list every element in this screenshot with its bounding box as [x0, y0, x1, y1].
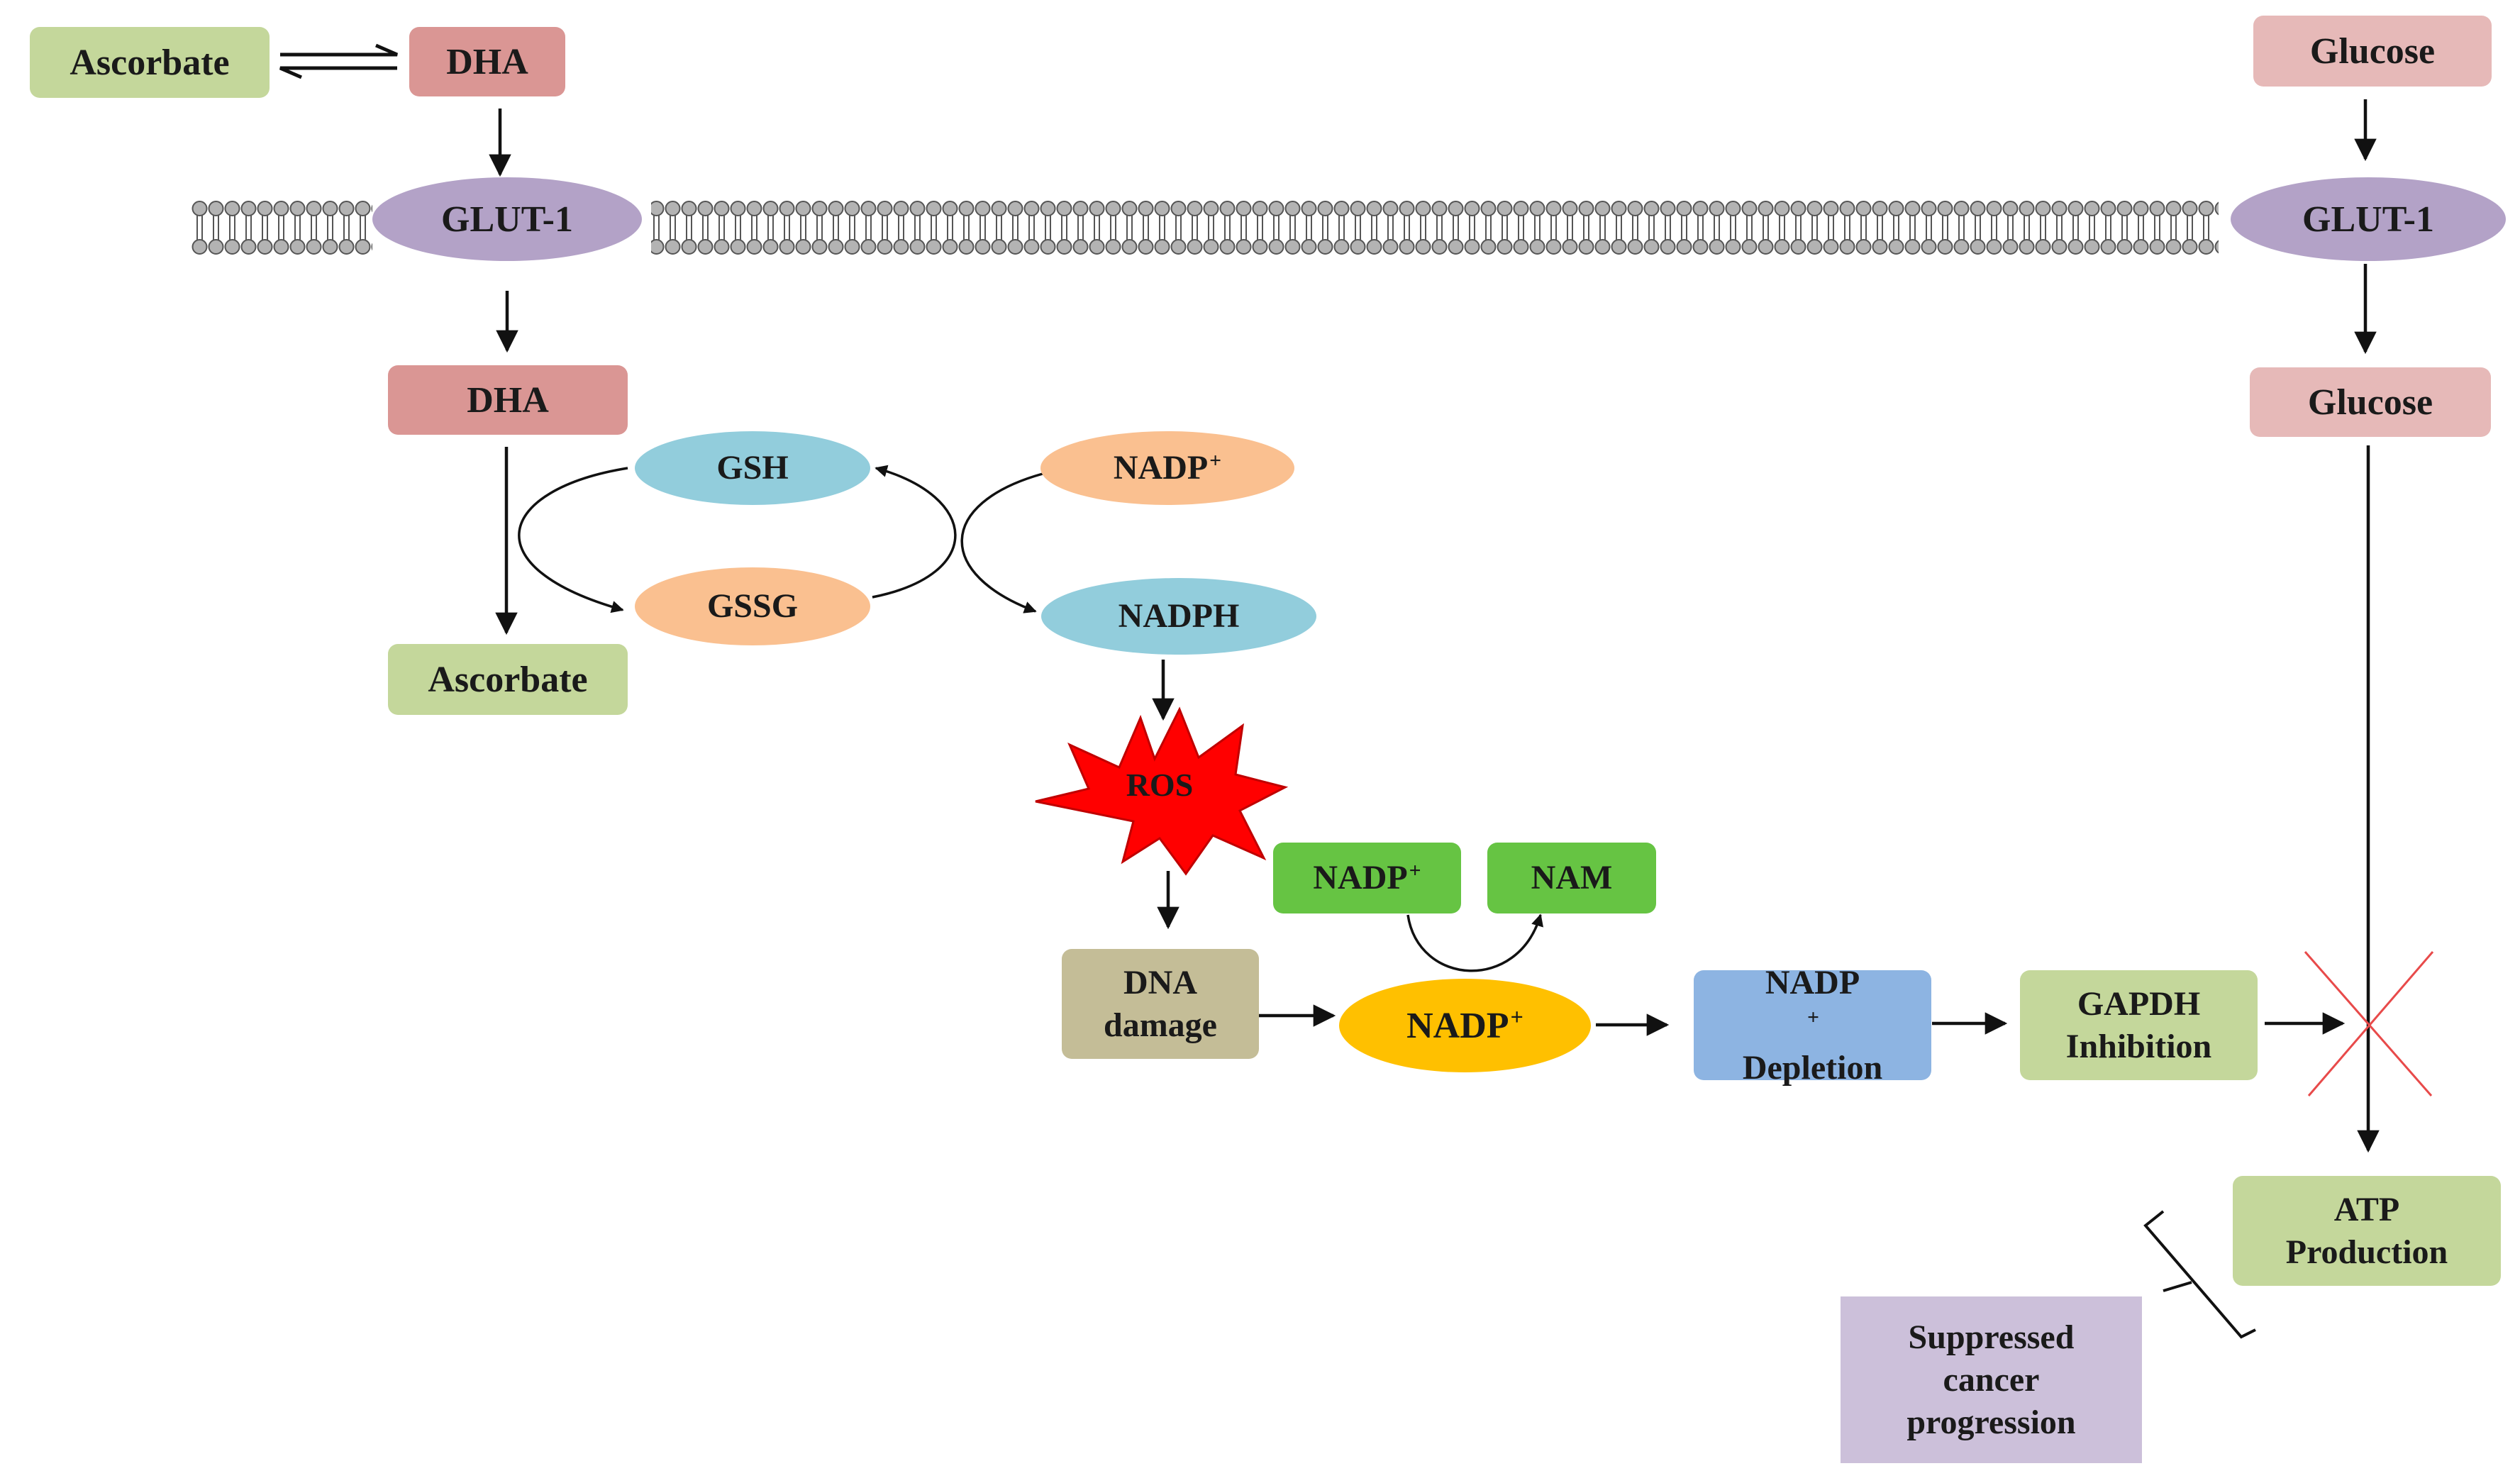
dha-intracellular-label: DHA	[467, 379, 549, 421]
glucose-intracellular-label: Glucose	[2307, 382, 2433, 423]
straight-arrows	[489, 99, 2380, 1153]
glucose-extracellular: Glucose	[2253, 16, 2492, 87]
ros: ROS	[1103, 760, 1216, 810]
glucose-extracellular-label: Glucose	[2309, 30, 2436, 72]
glut1-right-label: GLUT-1	[2302, 199, 2434, 240]
ascorbate-extracellular-label: Ascorbate	[70, 42, 230, 83]
ascorbate-extracellular: Ascorbate	[30, 27, 270, 98]
nadp-plus-top-label: NADP+	[1113, 448, 1222, 487]
arrow-gssg-to-gsh	[872, 465, 957, 599]
glut1-left-label: GLUT-1	[441, 199, 573, 240]
ros-label: ROS	[1126, 767, 1194, 804]
nam: NAM	[1487, 843, 1656, 913]
glut1-transporter-right: GLUT-1	[2231, 177, 2506, 261]
cell-membrane	[192, 201, 2219, 255]
redox-cycle-arrows	[518, 465, 1043, 613]
dha-extracellular-label: DHA	[446, 41, 528, 82]
nadp-depletion: NADP+Depletion	[1694, 964, 1931, 1087]
nadp-depletion-label: NADP+Depletion	[1742, 963, 1883, 1087]
block-cross-icon	[2304, 951, 2434, 1096]
nadp-plus-top: NADP+	[1040, 431, 1294, 505]
dha-extracellular: DHA	[409, 27, 565, 96]
ascorbate-intracellular-label: Ascorbate	[428, 659, 588, 700]
ascorbate-intracellular: Ascorbate	[388, 644, 628, 715]
arrow-gsh-to-gssg	[518, 467, 628, 613]
arrow-nadp-to-nam	[1406, 913, 1543, 972]
glut1-transporter-left: GLUT-1	[372, 177, 642, 261]
nadph: NADPH	[1041, 578, 1316, 655]
equilibrium-arrows	[279, 43, 398, 79]
nadp-plus-small: NADP+	[1273, 843, 1461, 913]
gssg-label: GSSG	[706, 587, 799, 625]
nadp-plus-yellow: NADP+	[1339, 979, 1591, 1072]
nadph-label: NADPH	[1118, 597, 1240, 635]
gsh-label: GSH	[716, 449, 789, 487]
nam-label: NAM	[1531, 859, 1613, 896]
glucose-intracellular: Glucose	[2250, 367, 2491, 437]
nadp-plus-yellow-label: NADP+	[1406, 1004, 1523, 1046]
membrane-segment-middle	[651, 201, 2219, 255]
bracket-icon	[2143, 1210, 2256, 1339]
gsh: GSH	[635, 431, 870, 505]
dha-intracellular: DHA	[388, 365, 628, 435]
nadp-plus-small-label: NADP+	[1313, 858, 1421, 896]
arrow-nadp-to-nadph	[960, 472, 1043, 613]
gssg: GSSG	[635, 567, 870, 645]
membrane-segment-left	[192, 201, 372, 255]
ros-burst-shape	[1035, 706, 1289, 876]
